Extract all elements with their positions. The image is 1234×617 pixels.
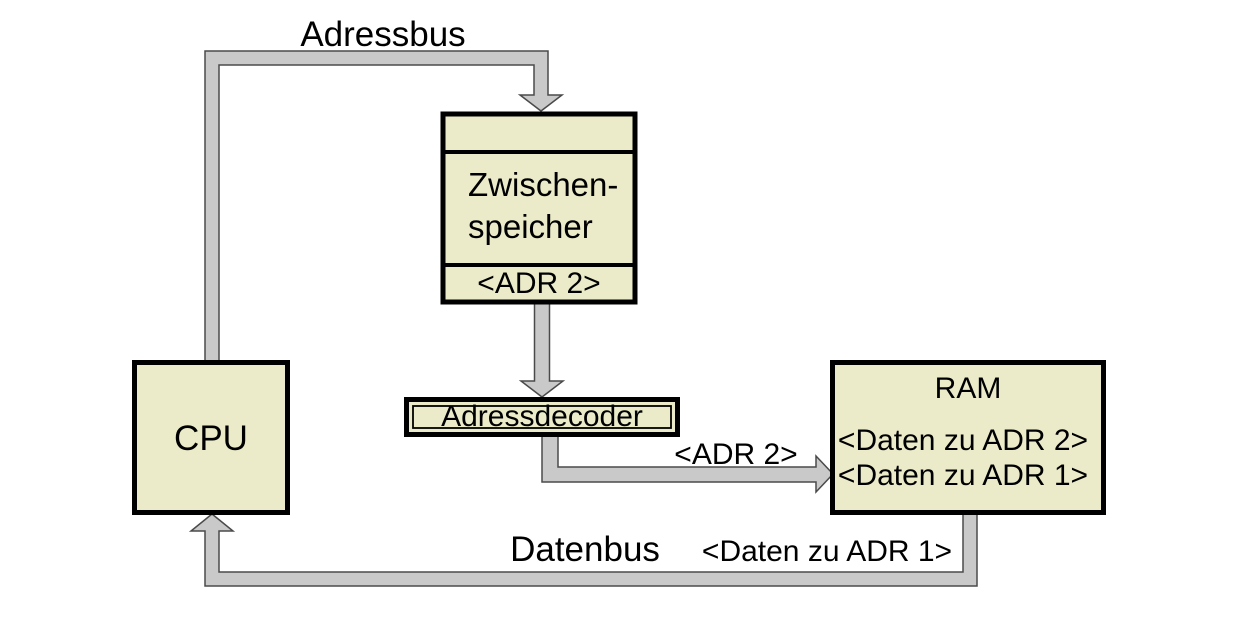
decoder-label: Adressdecoder xyxy=(441,400,643,433)
adr2-bus-annotation: <ADR 2> xyxy=(674,438,797,471)
decoder-inner-frame xyxy=(412,405,672,429)
buffer-box xyxy=(440,111,638,305)
buffer-label-line1: Zwischen- xyxy=(468,166,618,203)
buffer-to-decoder-arrow xyxy=(518,301,566,398)
ram-box xyxy=(830,360,1106,515)
data-bus-label: Datenbus xyxy=(510,530,660,569)
decoder-to-ram-arrow xyxy=(541,435,835,494)
ram-entry-adr1: <Daten zu ADR 1> xyxy=(838,459,1088,492)
cpu-box xyxy=(132,360,290,515)
buffer-slot-label: <ADR 2> xyxy=(477,267,600,300)
data-bus-annotation: <Daten zu ADR 1> xyxy=(702,535,952,568)
address-bus-label: Adressbus xyxy=(300,15,465,54)
data-bus-arrow xyxy=(188,513,978,587)
cpu-label: CPU xyxy=(174,419,248,458)
ram-entry-adr2: <Daten zu ADR 2> xyxy=(838,424,1088,457)
buffer-label-line2: speicher xyxy=(468,208,593,245)
address-bus-arrow xyxy=(204,50,565,363)
ram-title: RAM xyxy=(935,372,1002,405)
